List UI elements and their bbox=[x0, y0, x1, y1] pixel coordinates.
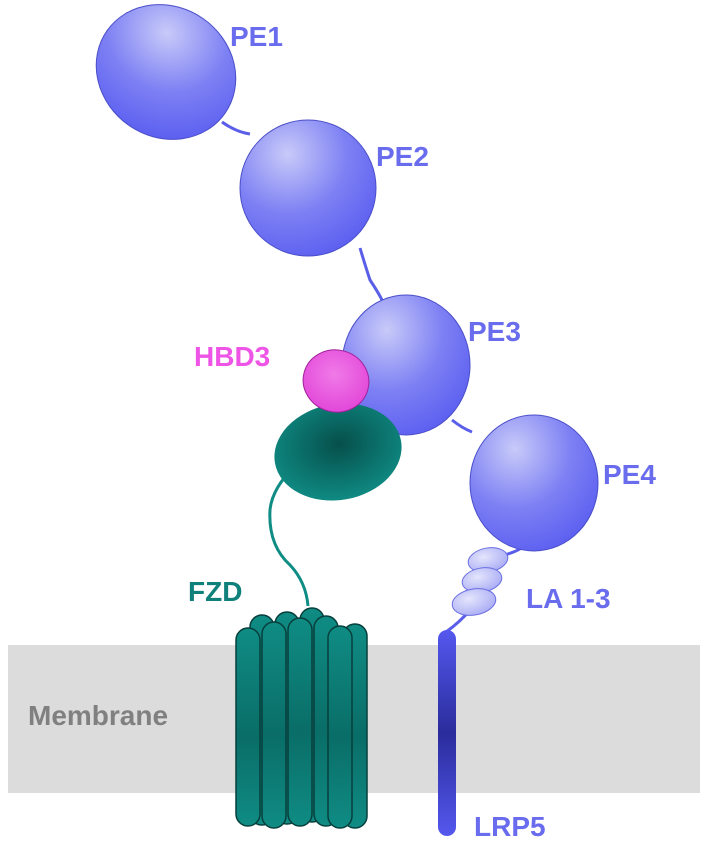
la3-domain bbox=[451, 588, 497, 616]
pe3-label: PE3 bbox=[468, 316, 521, 347]
lrp5-label: LRP5 bbox=[474, 811, 546, 842]
membrane-label: Membrane bbox=[28, 700, 168, 731]
hbd3-label: HBD3 bbox=[194, 341, 270, 372]
fzd-helix-bundle bbox=[235, 607, 368, 829]
linker-pe2-pe3 bbox=[358, 247, 384, 301]
pe1-domain bbox=[95, 4, 237, 140]
fzd-helix bbox=[235, 627, 261, 827]
pe2-domain bbox=[239, 119, 377, 257]
fzd-linker bbox=[268, 463, 310, 607]
hbd3-domain bbox=[302, 349, 370, 413]
pe1-label: PE1 bbox=[230, 21, 283, 52]
fzd-helix bbox=[261, 621, 287, 829]
lrp5-transmembrane bbox=[438, 630, 456, 836]
fzd-helix bbox=[327, 625, 353, 829]
fzd-label: FZD bbox=[188, 576, 242, 607]
pe2-label: PE2 bbox=[376, 141, 429, 172]
linker-pe1-pe2 bbox=[221, 120, 251, 136]
fzd-crd-domain bbox=[274, 403, 402, 501]
linker-pe3-pe4 bbox=[451, 418, 473, 434]
pe4-label: PE4 bbox=[603, 459, 656, 490]
fzd-helix bbox=[287, 617, 313, 827]
pe4-domain bbox=[469, 414, 599, 552]
la-label: LA 1-3 bbox=[526, 583, 611, 614]
